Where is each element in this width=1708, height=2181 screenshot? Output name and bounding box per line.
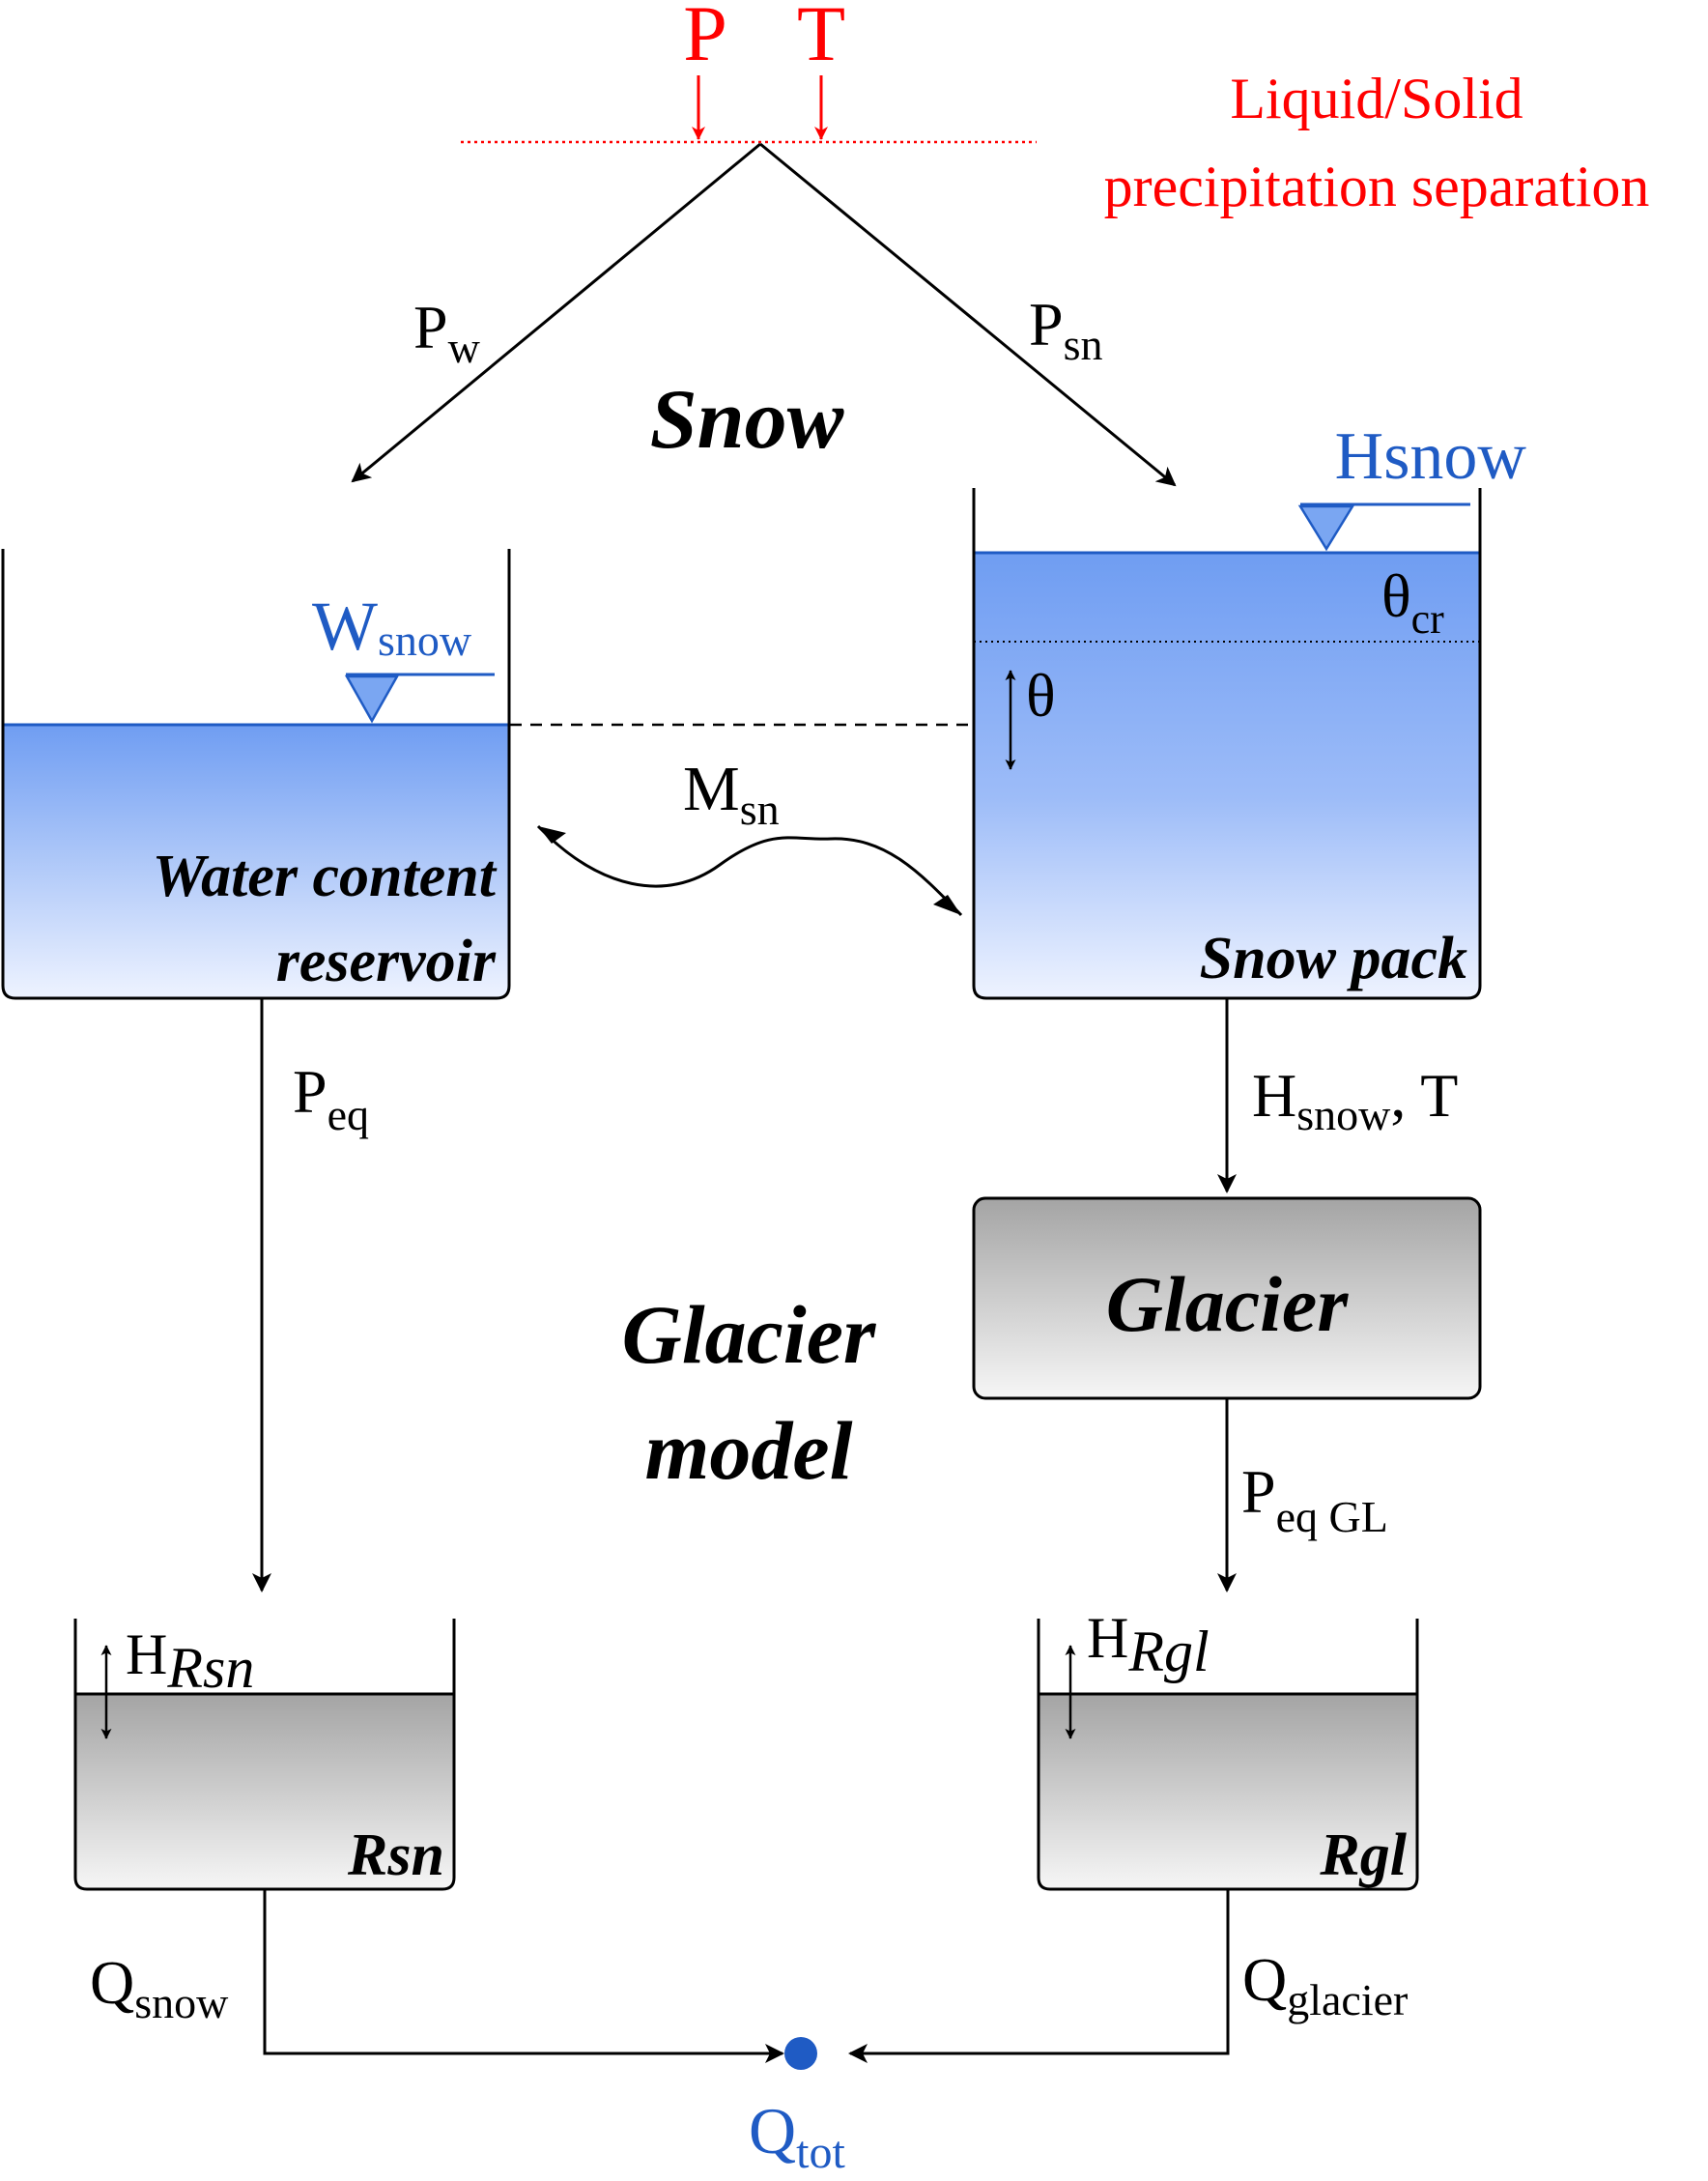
pw-label: Pw	[413, 293, 481, 372]
separation-label-line1: Liquid/Solid	[1230, 67, 1523, 130]
hrgl-label: HRgl	[1087, 1606, 1210, 1683]
outflows: Qsnow Qglacier Qtot	[90, 1889, 1408, 2178]
rsn-reservoir: HRsn Rsn	[73, 1619, 456, 1891]
qsnow-flow	[263, 1889, 784, 2063]
snow-pack-label: Snow pack	[1200, 926, 1467, 991]
peq-gl-label: Peq GL	[1241, 1457, 1388, 1541]
msn-label: Msn	[683, 754, 780, 834]
wsnow-label: Wsnow	[312, 588, 472, 665]
theta-cr-label: θcr	[1381, 561, 1444, 643]
msn-curve	[536, 824, 963, 917]
psn-label: Psn	[1029, 290, 1103, 369]
qglacier-label: Qglacier	[1242, 1945, 1408, 2024]
glacier-model-title-line1: Glacier	[622, 1288, 877, 1381]
qtot-label: Qtot	[749, 2094, 845, 2178]
rsn-label: Rsn	[347, 1822, 444, 1888]
t-input-label: T	[797, 0, 845, 77]
qsnow-label: Qsnow	[90, 1948, 229, 2027]
separation-label-line2: precipitation separation	[1104, 155, 1650, 218]
peq-label: Peq	[293, 1057, 369, 1139]
rgl-fill	[1039, 1694, 1417, 1889]
rgl-label: Rgl	[1319, 1822, 1407, 1888]
snow-fill	[974, 553, 1480, 998]
qtot-node	[784, 2037, 817, 2070]
water-content-reservoir: Wsnow Water content reservoir	[1, 549, 511, 1000]
glacier-label: Glacier	[1106, 1260, 1350, 1348]
msn-left-arrowhead-icon	[538, 826, 566, 844]
theta-label: θ	[1026, 661, 1056, 730]
water-content-label-line2: reservoir	[276, 929, 497, 994]
glacier-rect	[972, 1196, 1482, 1400]
hsnow-level-label: Hsnow	[1335, 419, 1527, 494]
rgl-reservoir: HRgl Rgl	[1037, 1606, 1419, 1891]
qglacier-flow	[848, 1889, 1230, 2063]
psn-arrow	[759, 142, 1177, 487]
msn-exchange: Msn	[536, 754, 963, 917]
precipitation-input: P T Liquid/Solid precipitation separatio…	[461, 0, 1649, 218]
water-content-container	[1, 549, 511, 1000]
hrsn-label: HRsn	[126, 1622, 254, 1700]
hsnow-level-triangle-icon	[1297, 504, 1355, 552]
pw-arrow	[351, 142, 761, 483]
rsn-fill	[75, 1694, 454, 1889]
water-fill	[3, 725, 509, 998]
glacier-model-title-line2: model	[645, 1404, 853, 1497]
split-arrows: Pw Psn	[351, 142, 1177, 487]
hsnow-t-label: Hsnow, T	[1252, 1061, 1458, 1139]
p-input-label: P	[683, 0, 727, 77]
glacier-box: Glacier	[972, 1196, 1482, 1400]
snow-pack-reservoir: Hsnow θcr θ Snow pack	[972, 419, 1527, 1000]
snow-section-title: Snow	[650, 373, 844, 467]
water-content-label-line1: Water content	[153, 844, 498, 909]
msn-right-arrowhead-icon	[933, 895, 961, 915]
wsnow-level-triangle-icon	[344, 674, 400, 724]
